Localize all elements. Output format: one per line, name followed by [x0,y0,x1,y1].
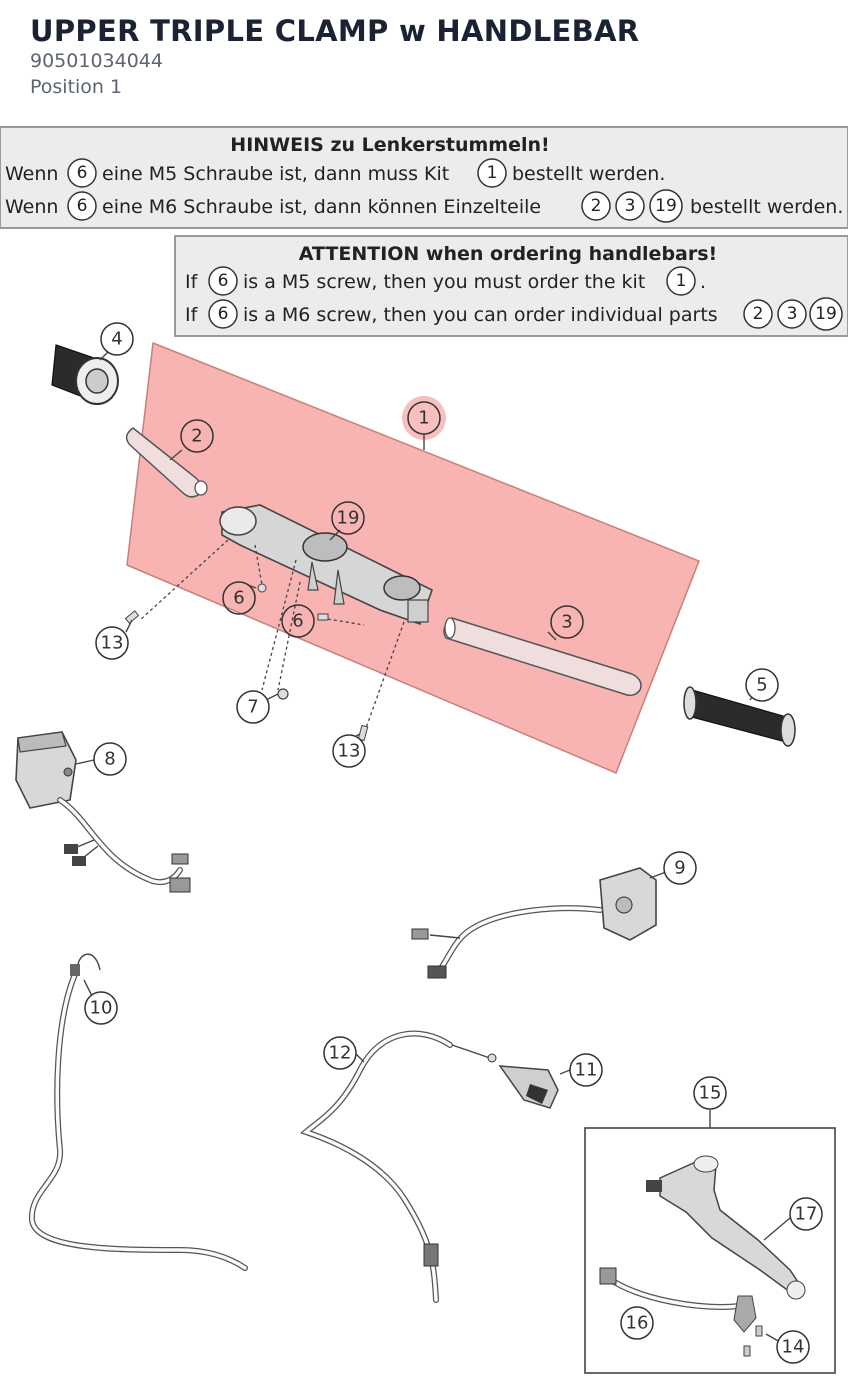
cable-10-part[interactable] [28,953,248,1271]
cable-12-part[interactable] [300,1030,497,1303]
note-ref-19: 19 [815,304,837,324]
svg-text:14: 14 [782,1337,805,1358]
svg-text:5: 5 [756,675,767,696]
callout-9[interactable]: 9 [663,851,697,885]
callout-4[interactable]: 4 [100,322,134,356]
english-notice: ATTENTION when ordering handlebars! If 6… [174,235,848,337]
callout-19[interactable]: 19 [331,501,365,535]
header: UPPER TRIPLE CLAMP w HANDLEBAR 905010340… [30,14,639,100]
note-ref-19: 19 [655,196,677,216]
note-text: bestellt werden. [690,196,843,218]
svg-text:1: 1 [418,408,429,429]
page-title: UPPER TRIPLE CLAMP w HANDLEBAR [30,14,640,48]
svg-text:13: 13 [338,741,361,762]
note-ref-6: 6 [218,271,229,291]
callout-1[interactable]: 1 [402,396,446,450]
screws-group[interactable] [124,539,405,742]
svg-text:9: 9 [674,858,685,879]
handlebar-left-part[interactable] [125,427,208,498]
note-ref-1: 1 [676,271,687,291]
note-ref-3: 3 [787,304,798,324]
callout-6-a[interactable]: 6 [222,581,256,615]
note-ref-1: 1 [487,163,498,183]
callout-2[interactable]: 2 [180,419,214,453]
note-text: is a M6 screw, then you can order indivi… [243,304,718,326]
svg-text:6: 6 [233,588,244,609]
callout-12[interactable]: 12 [323,1036,357,1070]
triple-clamp-part[interactable] [219,504,433,626]
part-number: 90501034044 [30,50,163,72]
note-text: is a M5 screw, then you must order the k… [243,271,645,293]
callout-17[interactable]: 17 [789,1197,823,1231]
german-notice: HINWEIS zu Lenkerstummeln! Wenn 6 eine M… [0,126,848,229]
note-ref-2: 2 [591,196,602,216]
callout-14[interactable]: 14 [776,1330,810,1364]
svg-text:13: 13 [101,633,124,654]
note-text: eine M6 Schraube ist, dann können Einzel… [102,196,541,218]
callout-7[interactable]: 7 [236,690,270,724]
callout-13-a[interactable]: 13 [95,626,129,660]
svg-text:2: 2 [191,426,202,447]
fitting-11-part[interactable] [498,1065,571,1109]
lever-assembly-box[interactable] [584,1110,836,1374]
left-switch-part[interactable] [15,731,191,893]
svg-text:4: 4 [111,329,122,350]
svg-text:16: 16 [626,1313,649,1334]
german-notice-heading: HINWEIS zu Lenkerstummeln! [230,134,549,156]
callout-10[interactable]: 10 [84,991,118,1025]
svg-text:11: 11 [575,1060,598,1081]
note-text: . [700,271,706,293]
svg-text:6: 6 [292,611,303,632]
grip-right-part[interactable] [683,686,796,747]
callout-5[interactable]: 5 [745,668,779,702]
note-ref-6: 6 [77,196,88,216]
callout-8[interactable]: 8 [93,742,127,776]
svg-text:15: 15 [699,1083,722,1104]
note-ref-6: 6 [77,163,88,183]
note-ref-6: 6 [218,304,229,324]
callout-15[interactable]: 15 [693,1076,727,1110]
note-text: bestellt werden. [512,163,665,185]
grip-left-part[interactable] [51,344,119,405]
svg-text:10: 10 [90,998,113,1019]
svg-text:7: 7 [247,697,258,718]
right-switch-part[interactable] [411,867,667,979]
note-ref-2: 2 [753,304,764,324]
svg-text:17: 17 [795,1204,818,1225]
callout-16[interactable]: 16 [620,1306,654,1340]
note-text: Wenn [5,163,58,185]
svg-text:12: 12 [329,1043,352,1064]
note-text: If [185,304,199,326]
note-text: eine M5 Schraube ist, dann muss Kit [102,163,449,185]
note-text: Wenn [5,196,58,218]
callout-6-b[interactable]: 6 [281,604,315,638]
callout-13-b[interactable]: 13 [332,734,366,768]
note-ref-3: 3 [625,196,636,216]
position-label: Position 1 [30,76,123,98]
svg-text:19: 19 [337,508,360,529]
handlebar-right-part[interactable] [443,617,642,697]
svg-text:3: 3 [561,612,572,633]
svg-text:8: 8 [104,749,115,770]
callout-11[interactable]: 11 [569,1053,603,1087]
callout-3[interactable]: 3 [550,605,584,639]
note-text: If [185,271,199,293]
english-notice-heading: ATTENTION when ordering handlebars! [299,243,717,265]
